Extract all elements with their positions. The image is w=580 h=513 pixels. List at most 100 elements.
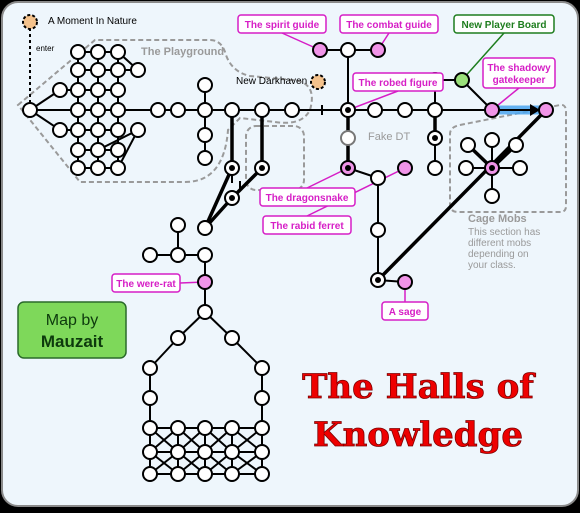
room-b20 [197,420,213,436]
room-b41 [254,444,270,460]
one-way-path-l4-l1 [203,167,234,229]
room-center-dot-l3 [229,195,235,201]
room-g15 [90,142,106,158]
room-cu [484,132,500,148]
room-g14 [90,122,106,138]
room-center-dot-ds [345,165,351,171]
map-title-line-1: The Halls of [302,367,536,407]
room-b00 [142,420,158,436]
npc-label-dragonsnake: The dragonsnake [259,187,356,207]
room-sgA [370,170,386,186]
room-moment [22,14,38,30]
room-w3 [142,247,158,263]
npc-room-sk [484,102,500,118]
room-center-dot-cc [489,165,495,171]
label-enter: enter [36,44,55,53]
room-fa [52,82,68,98]
room-b30 [224,420,240,436]
npc-label-new-player-board: New Player Board [453,14,555,34]
npc-label-dragonsnake-text: The dragonsnake [266,193,349,204]
room-center-dot-rc1 [432,135,438,141]
room-b32 [224,466,240,482]
room-g06 [70,160,86,176]
one-way-arrow-icon [530,104,540,116]
room-b21 [197,444,213,460]
npc-label-rabid-ferret-text: The rabid ferret [270,221,344,232]
callout-line-pb [461,32,505,81]
npc-room-sp [312,42,328,58]
room-g05 [70,142,86,158]
one-way-arrows [530,104,540,116]
npc-label-were-rat: The were-rat [111,273,181,293]
label-playground: The Playground [141,46,224,58]
credit-line-2: Mauzait [41,332,104,351]
room-m6 [284,102,300,118]
room-g22 [110,82,126,98]
room-g03 [70,102,86,118]
label-new-darkhaven: New Darkhaven [236,76,307,87]
room-x0 [197,304,213,320]
room-center-dot-l2 [259,165,265,171]
npc-room-sg [538,102,554,118]
label-fake-dt: Fake DT [368,131,410,143]
room-cdl [460,137,476,153]
room-g02 [70,82,86,98]
room-x2 [224,330,240,346]
room-gr [130,62,146,78]
cage-zone-outline [449,103,567,213]
room-m3u [197,77,213,93]
npc-label-combat-guide-text: The combat guide [346,20,432,31]
room-x4 [254,360,270,376]
room-g11 [90,62,106,78]
room-x6 [254,390,270,406]
room-w4 [197,247,213,263]
npc-label-shadowy-gatekeeper-line2: gatekeeper [493,75,546,86]
room-cd [484,188,500,204]
room-m1 [150,102,166,118]
room-g01 [70,62,86,78]
room-w2 [170,247,186,263]
room-m3d [197,127,213,143]
npc-room-fr [397,160,413,176]
room-x5 [142,390,158,406]
npc-room-wr [197,274,213,290]
npc-label-were-rat-text: The were-rat [116,279,176,290]
room-pb [454,72,470,88]
npc-label-new-player-board-text: New Player Board [461,20,546,31]
room-m7 [367,102,383,118]
room-b02 [142,466,158,482]
credit-box: Map by Mauzait [17,301,127,359]
playground-zone-outline [16,39,313,183]
npc-label-robed-figure-text: The robed figure [359,78,438,89]
npc-label-shadowy-gatekeeper: The shadowy gatekeeper [482,57,556,89]
credit-line-1: Map by [46,312,98,329]
room-g13 [90,102,106,118]
npc-label-sage: A sage [381,301,429,321]
room-cdr [508,137,524,153]
room-center-dot-rf [345,107,351,113]
room-m9 [427,102,443,118]
room-pl [22,102,38,118]
npc-label-spirit-guide-text: The spirit guide [245,20,320,31]
npc-room-sage [397,274,413,290]
npc-room-cb [370,42,386,58]
room-w1 [170,217,186,233]
npc-label-shadowy-gatekeeper-line1: The shadowy [487,63,551,74]
room-b12 [170,466,186,482]
room-g23 [110,102,126,118]
room-g25 [110,142,126,158]
room-m4 [224,102,240,118]
room-center-dot-l1 [229,165,235,171]
room-g26 [110,160,126,176]
npc-label-rabid-ferret: The rabid ferret [262,215,352,235]
label-cage-note-1: This section has [468,227,540,238]
room-m2 [170,102,186,118]
room-g16 [90,160,106,176]
room-l4 [197,220,213,236]
room-b01 [142,444,158,460]
label-cage-mobs: Cage Mobs [468,213,527,225]
room-sgB [370,222,386,238]
room-fdt [340,130,356,146]
room-b22 [197,466,213,482]
